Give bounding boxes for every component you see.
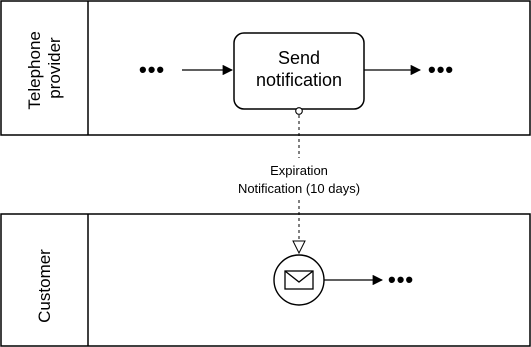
message-flow-start [295, 107, 303, 115]
task-label-line2: notification [256, 70, 342, 90]
pool-label: Customer [35, 249, 54, 323]
message-start-event[interactable] [273, 254, 325, 306]
pool-label-line1: Customer [35, 249, 54, 323]
ellipsis-provider-after: ••• [428, 57, 454, 82]
pool-customer: Customer [0, 213, 531, 347]
pool-border [0, 213, 531, 347]
envelope-icon [284, 270, 314, 290]
task-label-line1: Send [278, 48, 320, 68]
task-send-notification[interactable]: Send notification [233, 32, 365, 110]
pool-label-line2: provider [45, 37, 64, 99]
pool-label-line1: Telephone [25, 31, 44, 109]
message-flow-label-line1: Expiration [270, 163, 328, 178]
message-flow-label-line2: Notification (10 days) [238, 181, 360, 196]
ellipsis-customer-after: ••• [388, 267, 414, 292]
pool-label: Telephone provider [25, 26, 64, 109]
message-flow-arrowhead [292, 240, 306, 255]
ellipsis-provider-before: ••• [139, 57, 165, 82]
message-flow: Expiration Notification (10 days) [238, 107, 360, 255]
